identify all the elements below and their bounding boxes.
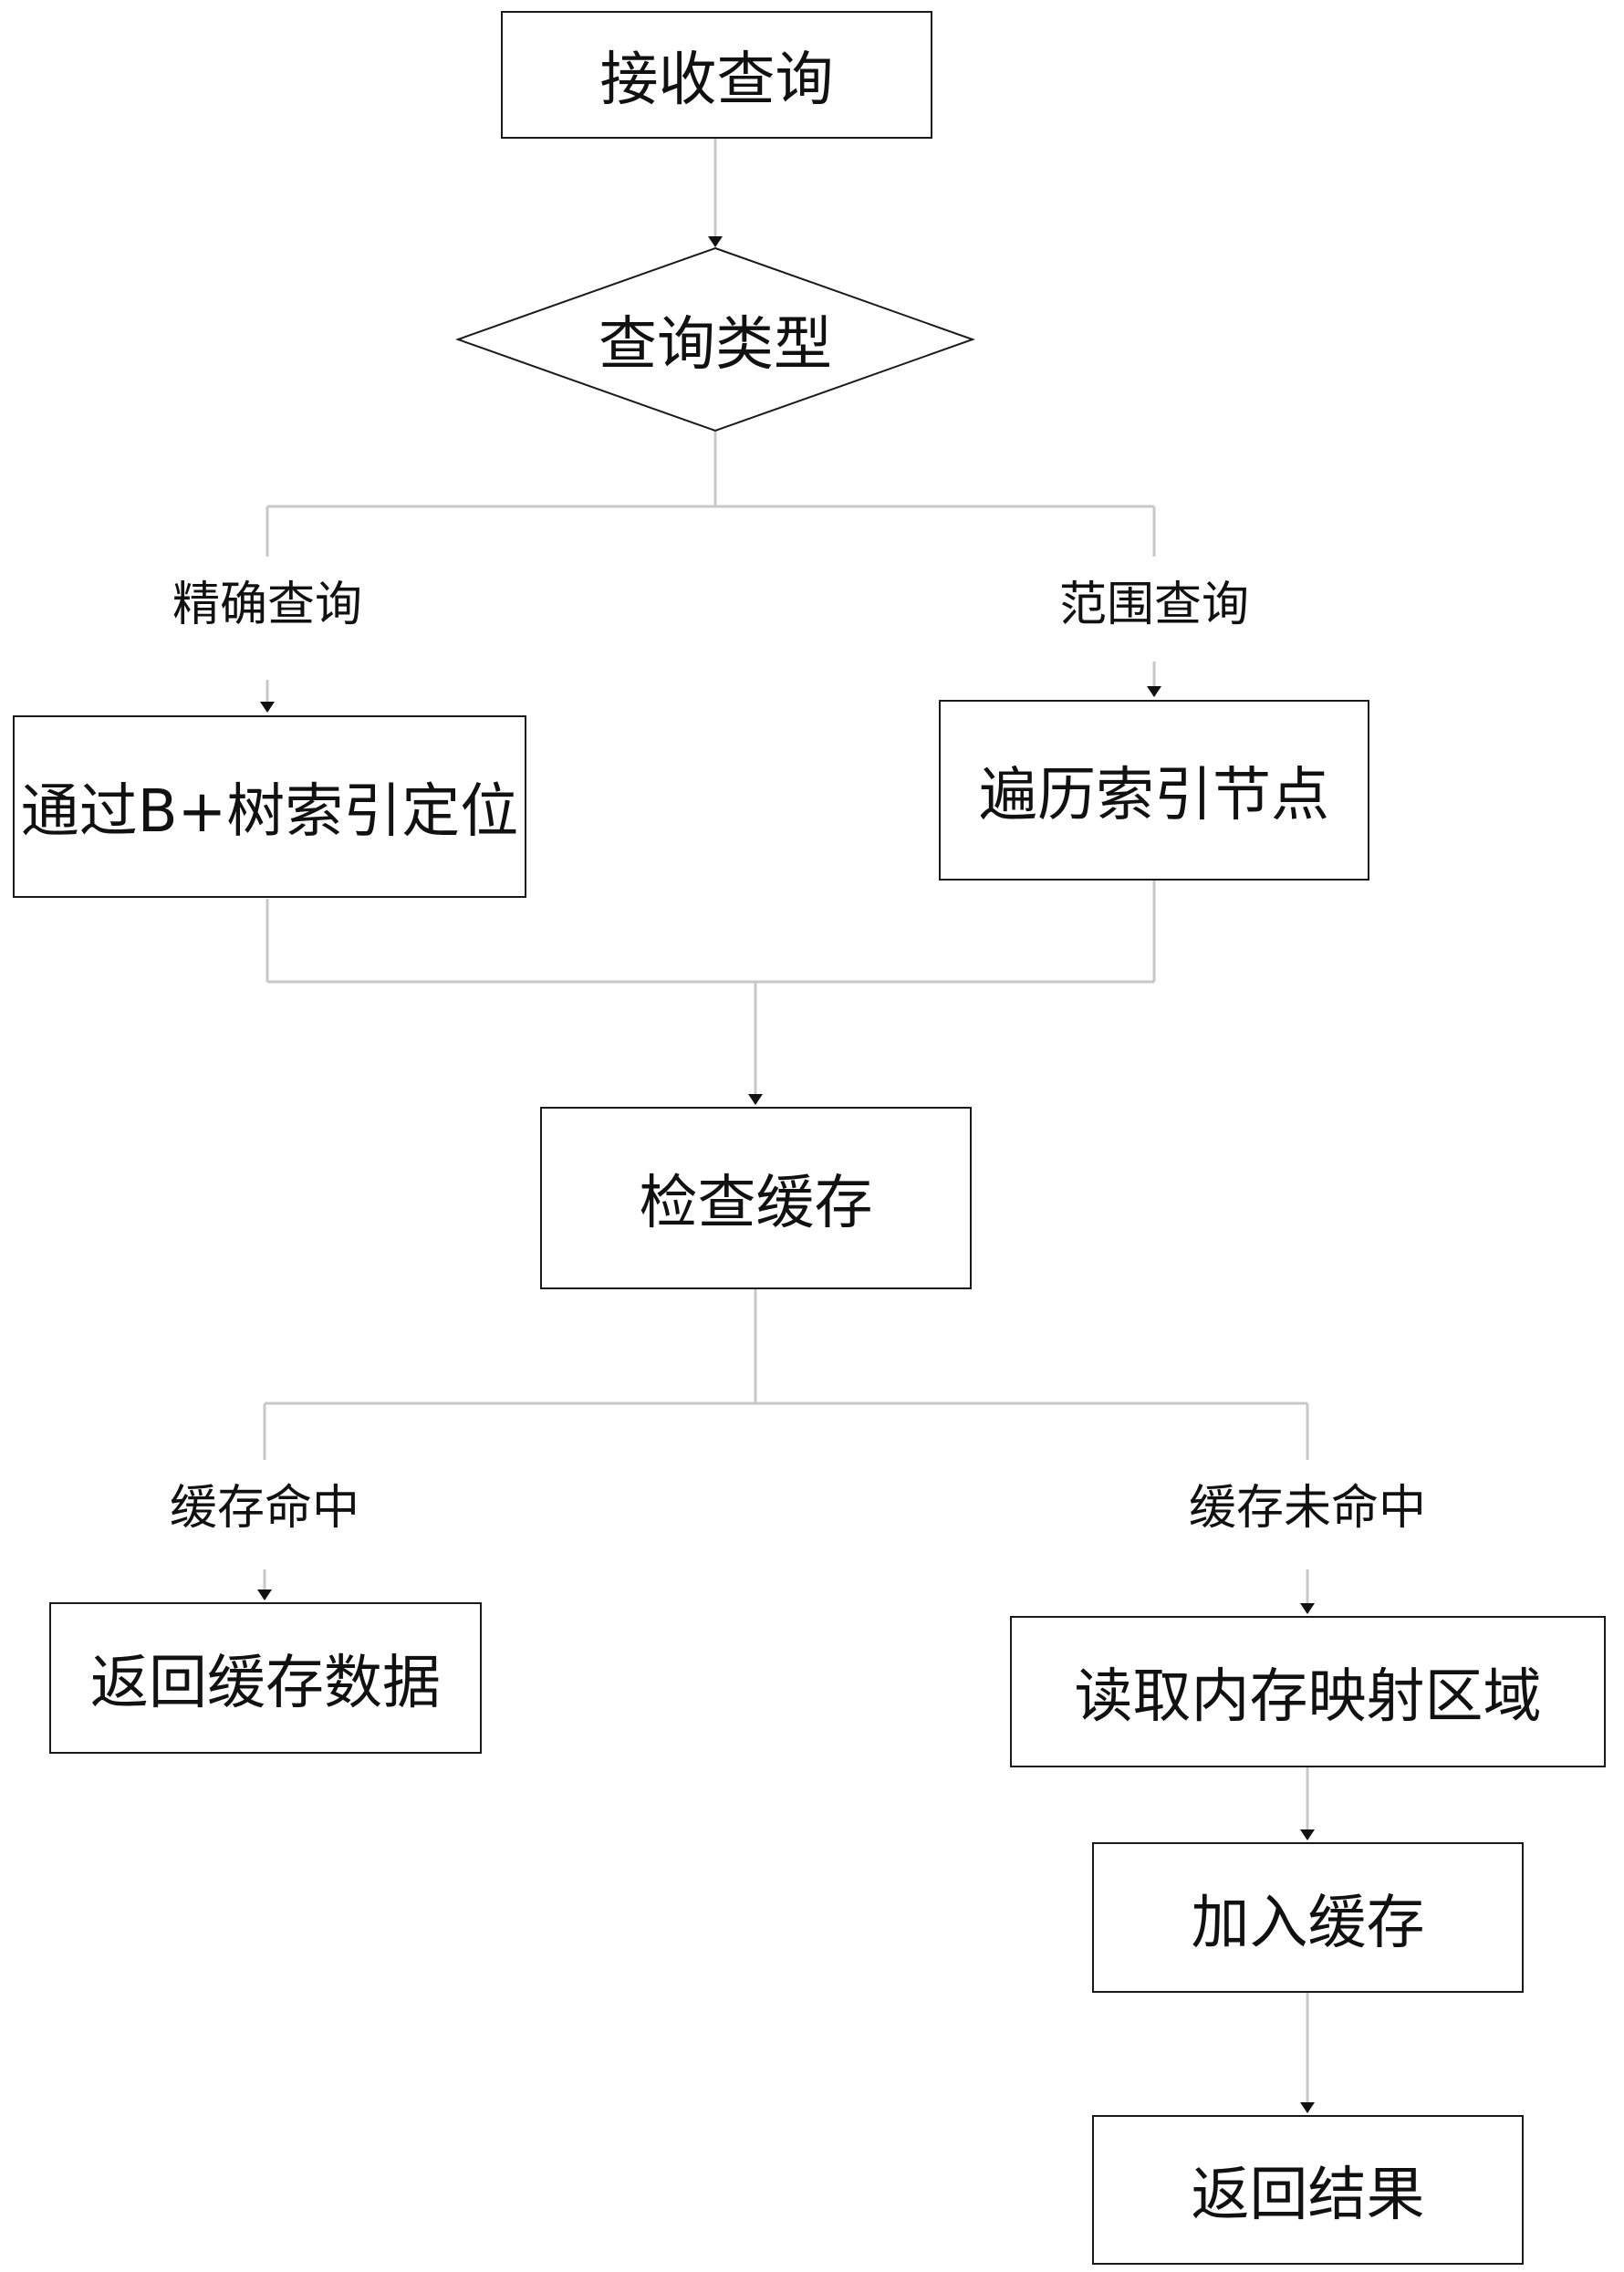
bplus-locate-box: 通过B+树索引定位 [13,715,526,898]
add-cache-box: 加入缓存 [1092,1842,1524,1993]
receive-query-box: 接收查询 [501,11,932,139]
add-cache-text: 加入缓存 [1191,1889,1425,1957]
check-cache-box: 检查缓存 [540,1107,972,1289]
return-cache-box: 返回缓存数据 [49,1602,482,1754]
bplus-locate-text: 通过B+树索引定位 [20,778,519,846]
query-type-text: 查询类型 [599,311,832,379]
cache-hit-label: 缓存命中 [169,1481,360,1536]
traverse-index-text: 遍历索引节点 [979,762,1329,829]
return-cache-text: 返回缓存数据 [90,1650,441,1717]
read-mmap-text: 读取内存映射区域 [1074,1663,1542,1731]
read-mmap-box: 读取内存映射区域 [1010,1616,1606,1767]
return-result-text: 返回结果 [1191,2162,1425,2229]
query-type-diamond [455,246,975,433]
edge-check-split [265,1289,1307,1405]
edge-type-split [267,431,1154,508]
edge-merge [265,881,1156,984]
exact-query-label: 精确查询 [172,578,363,632]
range-query-label: 范围查询 [1058,578,1250,632]
receive-query-text: 接收查询 [599,47,834,114]
cache-miss-label: 缓存未命中 [1188,1481,1427,1536]
return-result-box: 返回结果 [1092,2115,1524,2265]
check-cache-text: 检查缓存 [639,1170,873,1237]
traverse-index-box: 遍历索引节点 [939,700,1369,881]
